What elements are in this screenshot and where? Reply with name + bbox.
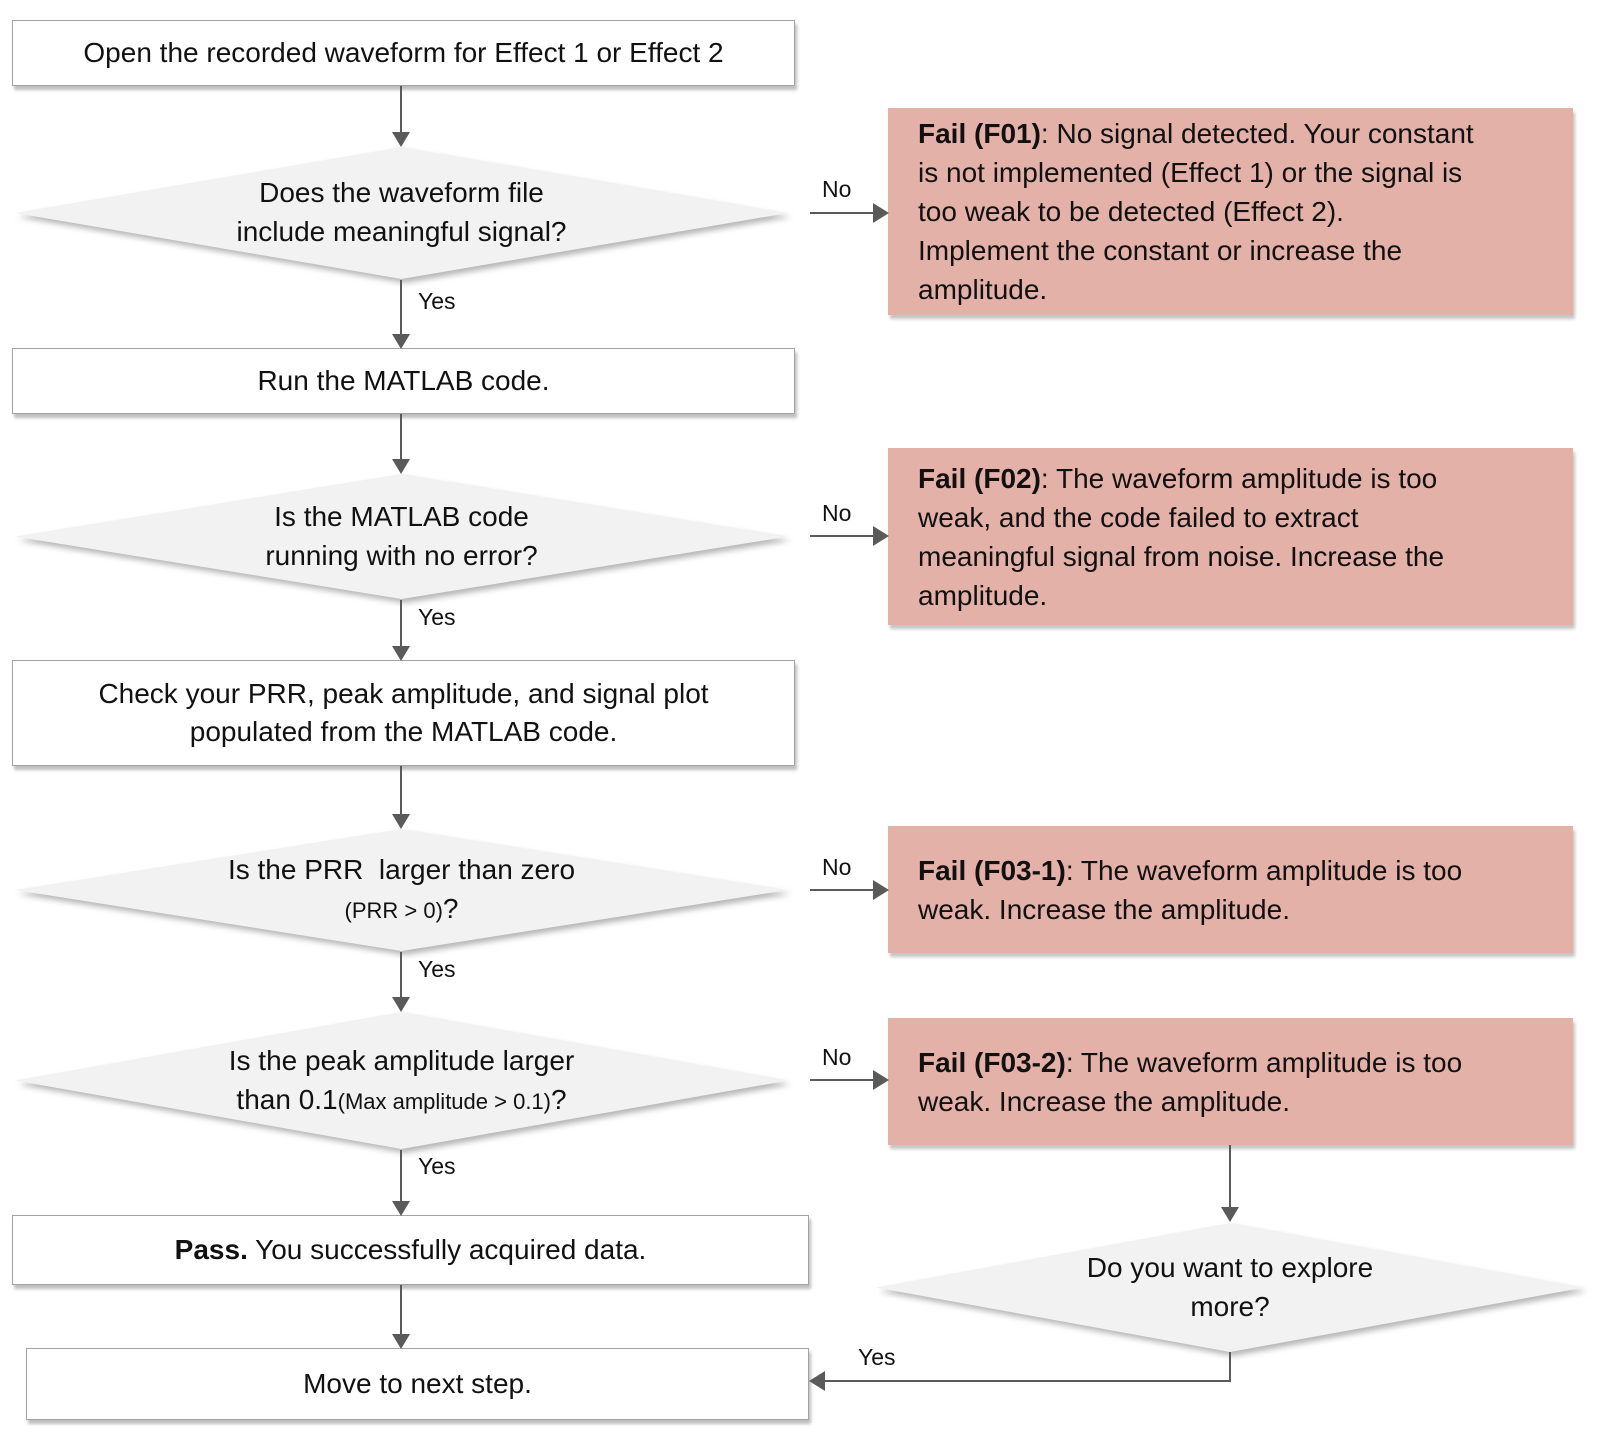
connector-start-to-d1 [400, 86, 402, 132]
step-pass: Pass. You successfully acquired data. [12, 1215, 809, 1285]
decision-peak-amplitude-line2: than 0.1(Max amplitude > 0.1)? [236, 1081, 566, 1120]
label-yes-1: Yes [418, 288, 456, 314]
fail-f01-line5: amplitude. [918, 274, 1048, 305]
step-pass-label: Pass. You successfully acquired data. [175, 1231, 647, 1269]
fail-f03-2-text: : The waveform amplitude is too [1065, 1046, 1463, 1078]
decision-no-error: Is the MATLAB code running with no error… [14, 473, 789, 600]
step-open-waveform: Open the recorded waveform for Effect 1 … [12, 20, 795, 86]
fail-f02-line2: weak, and the code failed to extract [918, 501, 1359, 533]
fail-f02-line3: meaningful signal from noise. Increase t… [918, 540, 1445, 572]
step-open-waveform-label: Open the recorded waveform for Effect 1 … [83, 37, 724, 69]
decision-prr-positive-line1: Is the PRR larger than zero [227, 854, 576, 886]
connector-d3-yes [400, 952, 402, 997]
connector-run-to-d2 [400, 414, 402, 459]
fail-f03-1-text: : The waveform amplitude is too [1065, 854, 1463, 886]
fail-f03-2-title: Fail (F03-2) [918, 1046, 1066, 1078]
fail-f03-1-title: Fail (F03-1) [918, 854, 1066, 886]
diamond-shape [15, 829, 788, 951]
decision-explore-more-line1: Do you want to explore [1086, 1251, 1374, 1283]
connector-d4-yes [400, 1150, 402, 1201]
fail-f01-line4: Implement the constant or increase the [918, 235, 1403, 266]
fail-f01-line2: is not implemented (Effect 1) or the sig… [918, 157, 1463, 188]
diamond-shape [876, 1223, 1584, 1352]
diamond-shape [15, 474, 788, 599]
decision-meaningful-signal: Does the waveform file include meaningfu… [14, 146, 789, 280]
decision-prr-positive: Is the PRR larger than zero (PRR > 0)? [14, 828, 789, 952]
arrowhead-left-icon [809, 1371, 825, 1391]
arrowhead-down-icon [392, 1334, 410, 1349]
fail-f03-2-line2: weak. Increase the amplitude. [918, 1085, 1290, 1117]
decision-no-error-line2: running with no error? [265, 539, 538, 571]
arrowhead-down-icon [1221, 1207, 1239, 1222]
step-check-prr-line2: populated from the MATLAB code. [189, 716, 618, 747]
connector-d3-no [810, 889, 873, 891]
fail-f02-text: : The waveform amplitude is too [1040, 462, 1438, 494]
arrowhead-right-icon [873, 526, 889, 546]
step-run-matlab-label: Run the MATLAB code. [257, 365, 550, 397]
decision-no-error-line1: Is the MATLAB code [274, 500, 529, 532]
fail-f01-box: Fail (F01): No signal detected. Your con… [888, 108, 1573, 315]
connector-check-to-d3 [400, 766, 402, 814]
arrowhead-down-icon [392, 334, 410, 349]
arrowhead-down-icon [392, 814, 410, 829]
decision-peak-amplitude-line1: Is the peak amplitude larger [228, 1044, 575, 1076]
decision-explore-more: Do you want to explore more? [875, 1222, 1585, 1353]
connector-f032-to-explore [1229, 1145, 1231, 1207]
label-yes-3: Yes [418, 956, 456, 982]
step-check-prr-line1: Check your PRR, peak amplitude, and sign… [98, 678, 709, 710]
arrowhead-right-icon [873, 203, 889, 223]
arrowhead-down-icon [392, 646, 410, 661]
step-move-next: Move to next step. [26, 1348, 809, 1420]
prr-qmark: ? [442, 893, 459, 924]
label-yes-2: Yes [418, 604, 456, 630]
connector-explore-down [1229, 1352, 1231, 1381]
decision-meaningful-signal-line1: Does the waveform file [259, 177, 544, 209]
connector-d2-yes [400, 600, 402, 646]
peak-condition: (Max amplitude > 0.1) [337, 1088, 551, 1114]
fail-f02-title: Fail (F02) [918, 462, 1041, 494]
fail-f01-line3: too weak to be detected (Effect 2). [918, 196, 1344, 227]
fail-f01-text: : No signal detected. Your constant [1040, 118, 1474, 149]
connector-d2-no [810, 535, 873, 537]
arrowhead-down-icon [392, 132, 410, 147]
fail-f03-2-box: Fail (F03-2): The waveform amplitude is … [888, 1018, 1573, 1145]
fail-f03-1-box: Fail (F03-1): The waveform amplitude is … [888, 826, 1573, 953]
fail-f02-box: Fail (F02): The waveform amplitude is to… [888, 448, 1573, 625]
arrowhead-down-icon [392, 459, 410, 474]
diamond-shape [15, 147, 788, 279]
decision-prr-positive-line2: (PRR > 0)? [345, 890, 459, 929]
label-yes-4: Yes [418, 1153, 456, 1179]
pass-bold: Pass. [174, 1234, 248, 1266]
connector-d1-yes [400, 280, 402, 334]
peak-prefix: than 0.1 [236, 1083, 338, 1115]
diamond-shape [15, 1012, 788, 1149]
fail-f03-1-line2: weak. Increase the amplitude. [918, 893, 1290, 925]
decision-meaningful-signal-line2: include meaningful signal? [236, 216, 567, 247]
pass-rest: You successfully acquired data. [247, 1234, 647, 1266]
connector-d1-no [810, 212, 873, 214]
arrowhead-right-icon [873, 880, 889, 900]
arrowhead-right-icon [873, 1070, 889, 1090]
step-run-matlab: Run the MATLAB code. [12, 348, 795, 414]
label-no-1: No [822, 176, 852, 202]
connector-explore-yes [825, 1380, 1231, 1382]
label-no-4: No [822, 1044, 852, 1070]
decision-peak-amplitude: Is the peak amplitude larger than 0.1(Ma… [14, 1011, 789, 1150]
step-check-prr: Check your PRR, peak amplitude, and sign… [12, 660, 795, 766]
prr-condition: (PRR > 0) [344, 898, 443, 923]
fail-f02-line4: amplitude. [918, 579, 1048, 611]
label-no-3: No [822, 854, 852, 880]
label-yes-explore: Yes [858, 1344, 896, 1370]
label-no-2: No [822, 500, 852, 526]
connector-d4-no [810, 1079, 873, 1081]
arrowhead-down-icon [392, 1201, 410, 1216]
peak-qmark: ? [551, 1083, 567, 1115]
arrowhead-down-icon [392, 997, 410, 1012]
decision-explore-more-line2: more? [1190, 1290, 1270, 1322]
fail-f01-title: Fail (F01) [918, 118, 1041, 149]
step-move-next-label: Move to next step. [303, 1368, 532, 1400]
connector-pass-to-move [400, 1285, 402, 1334]
